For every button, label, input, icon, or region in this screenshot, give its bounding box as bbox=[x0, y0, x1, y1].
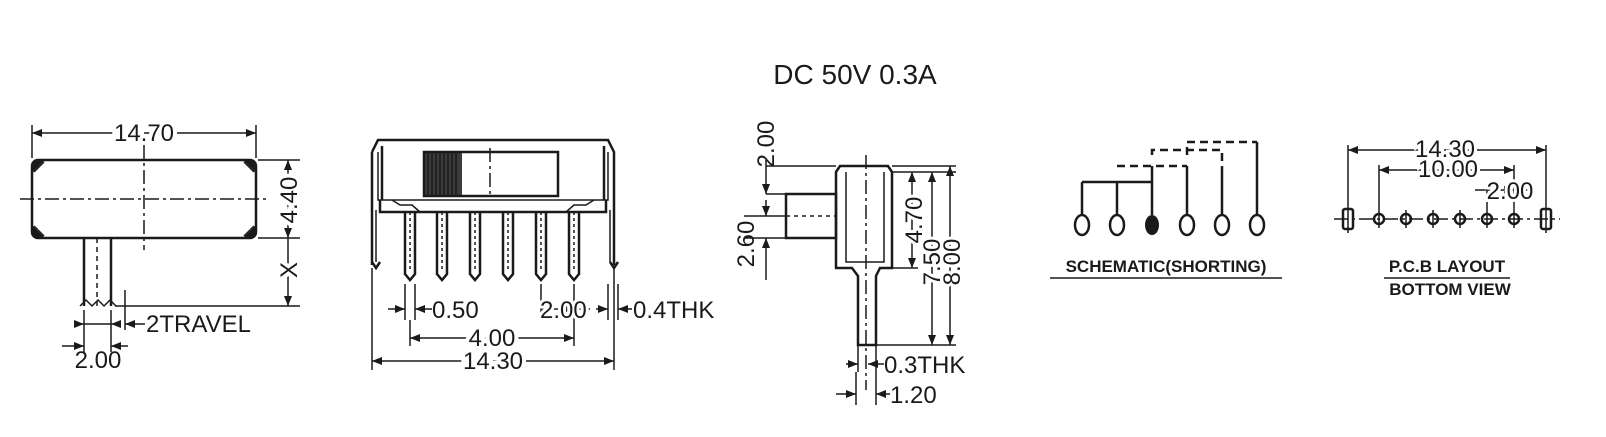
end-h1-label: 7.50 bbox=[919, 239, 946, 286]
front-height-label: 4.40 bbox=[276, 177, 303, 224]
front-x-label: X bbox=[276, 262, 303, 278]
end-lever-label: 2.60 bbox=[733, 221, 760, 268]
thickness-label: 0.4THK bbox=[633, 297, 714, 324]
end-body-label: 4.70 bbox=[901, 197, 928, 244]
lever-width-label: 2.00 bbox=[75, 347, 122, 374]
end-pin-label: 1.20 bbox=[890, 382, 937, 409]
travel-label: 2TRAVEL bbox=[146, 311, 251, 338]
pcb-layout: 14.30 10.00 2.00 P.C.B LAYOUT BOTTOM VIE… bbox=[1334, 133, 1560, 299]
end-thk-label: 0.3THK bbox=[884, 352, 965, 379]
span-label: 4.00 bbox=[469, 325, 516, 352]
side-view: 0.50 2.00 0.4THK 4.00 14.30 bbox=[370, 138, 714, 379]
schematic-caption: SCHEMATIC(SHORTING) bbox=[1066, 257, 1267, 276]
side-pins bbox=[403, 212, 581, 282]
pin-pitch-label: 2.00 bbox=[540, 297, 587, 324]
pcb-overall-label: 14.30 bbox=[1415, 136, 1475, 163]
front-view: 14.70 4.40 X 2TRAVEL 2.00 bbox=[20, 116, 307, 374]
pcb-span-label: 10.00 bbox=[1418, 156, 1478, 183]
schematic: SCHEMATIC(SHORTING) bbox=[1050, 140, 1282, 279]
end-top-label: 2.00 bbox=[753, 121, 780, 168]
pin-width-label: 0.50 bbox=[432, 297, 479, 324]
overall-width-label: 14.30 bbox=[463, 348, 523, 375]
rating-title: DC 50V 0.3A bbox=[773, 59, 937, 90]
end-view: 2.00 2.60 4.70 7.50 8.00 0.3THK bbox=[733, 121, 969, 409]
end-h2-label: 8.00 bbox=[939, 239, 966, 286]
pcb-caption-2: BOTTOM VIEW bbox=[1389, 280, 1511, 299]
pcb-caption-1: P.C.B LAYOUT bbox=[1389, 257, 1506, 276]
pcb-holes bbox=[1372, 210, 1521, 228]
pcb-pitch-label: 2.00 bbox=[1487, 178, 1534, 205]
front-width-label: 14.70 bbox=[114, 120, 174, 147]
